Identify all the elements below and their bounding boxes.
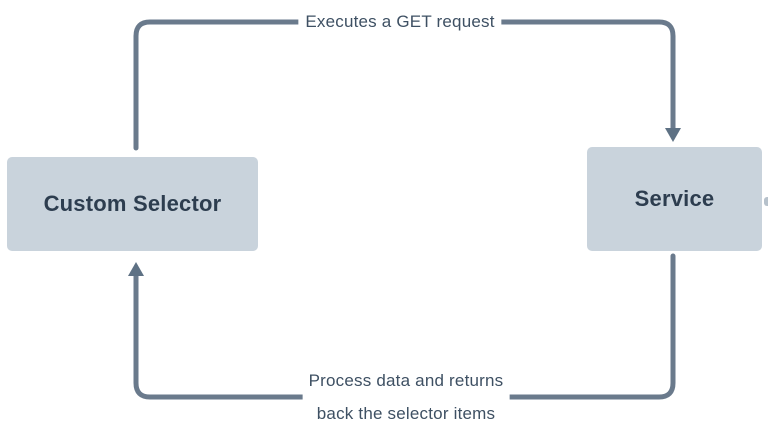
arrowhead-up-icon <box>128 262 144 276</box>
node-service: Service <box>587 147 762 251</box>
edge-label-process-data-line1: Process data and returns <box>308 371 504 390</box>
arrowhead-down-icon <box>665 128 681 142</box>
clipped-connector-stub <box>764 197 768 206</box>
node-service-label: Service <box>634 186 715 211</box>
edge-label-process-data: Process data and returns back the select… <box>302 364 510 430</box>
edge-get-request-line <box>133 19 676 151</box>
edge-label-process-data-line2: back the selector items <box>316 404 496 423</box>
edge-label-get-request: Executes a GET request <box>298 11 502 33</box>
node-custom-selector: Custom Selector <box>7 157 258 251</box>
node-custom-selector-label: Custom Selector <box>43 191 222 216</box>
